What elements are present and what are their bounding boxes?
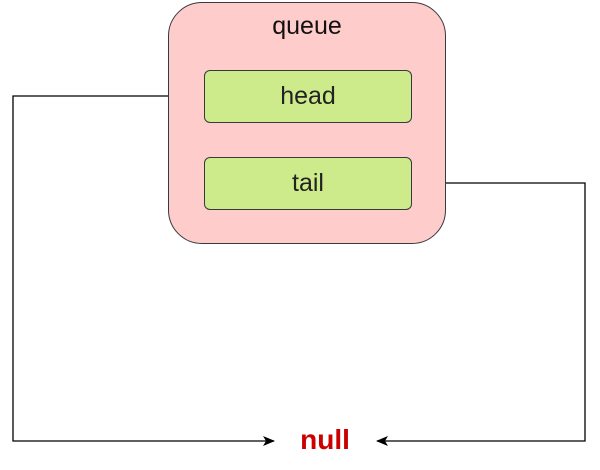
tail-to-null-arrow <box>376 182 586 446</box>
tail-field: tail <box>204 157 412 210</box>
queue-title: queue <box>272 12 342 40</box>
head-field: head <box>204 70 412 123</box>
head-to-null-arrow <box>12 95 275 446</box>
null-label: null <box>300 424 350 455</box>
